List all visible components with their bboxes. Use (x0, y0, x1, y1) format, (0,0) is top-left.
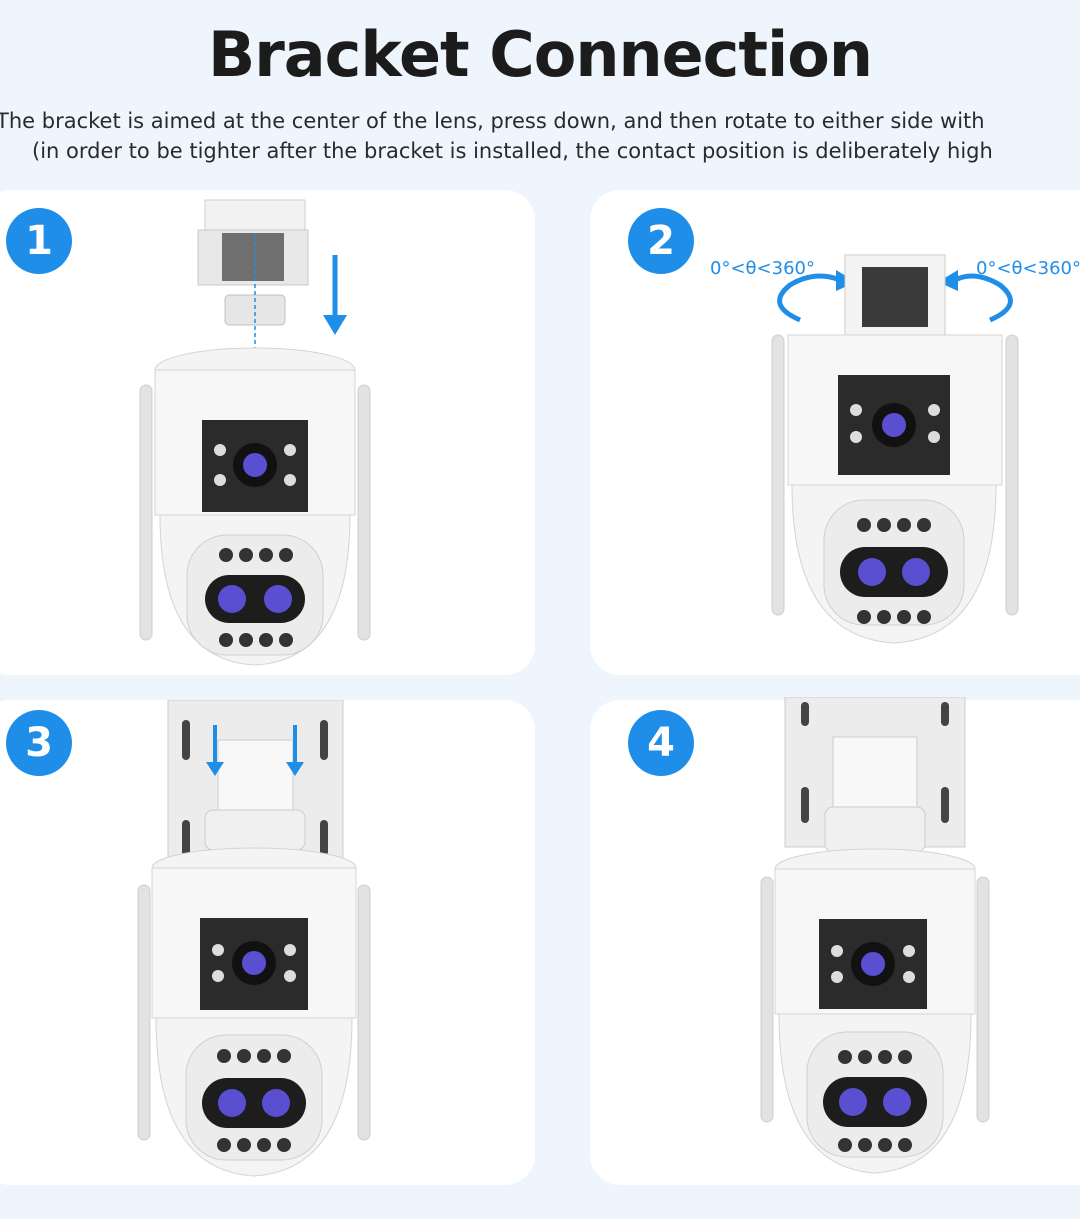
rotation-label-left: 0°<θ<360° (710, 258, 815, 279)
rotation-label-right: 0°<θ<360° (976, 258, 1080, 279)
description-line-1: The bracket is aimed at the center of th… (0, 109, 985, 133)
description-line-2: (in order to be tighter after the bracke… (32, 139, 993, 163)
camera-bracket-press-down-illustration (139, 199, 371, 666)
page-title: Bracket Connection (207, 18, 873, 91)
camera-bracket-rotate-illustration (771, 254, 1019, 644)
step-4-badge: 4 (628, 710, 694, 776)
step-3-badge: 3 (6, 710, 72, 776)
description: The bracket is aimed at the center of th… (0, 106, 1080, 166)
camera-mounted-illustration (760, 697, 990, 1174)
step-1-badge: 1 (6, 208, 72, 274)
step-2-badge: 2 (628, 208, 694, 274)
camera-bracket-lock-illustration (137, 700, 371, 1177)
